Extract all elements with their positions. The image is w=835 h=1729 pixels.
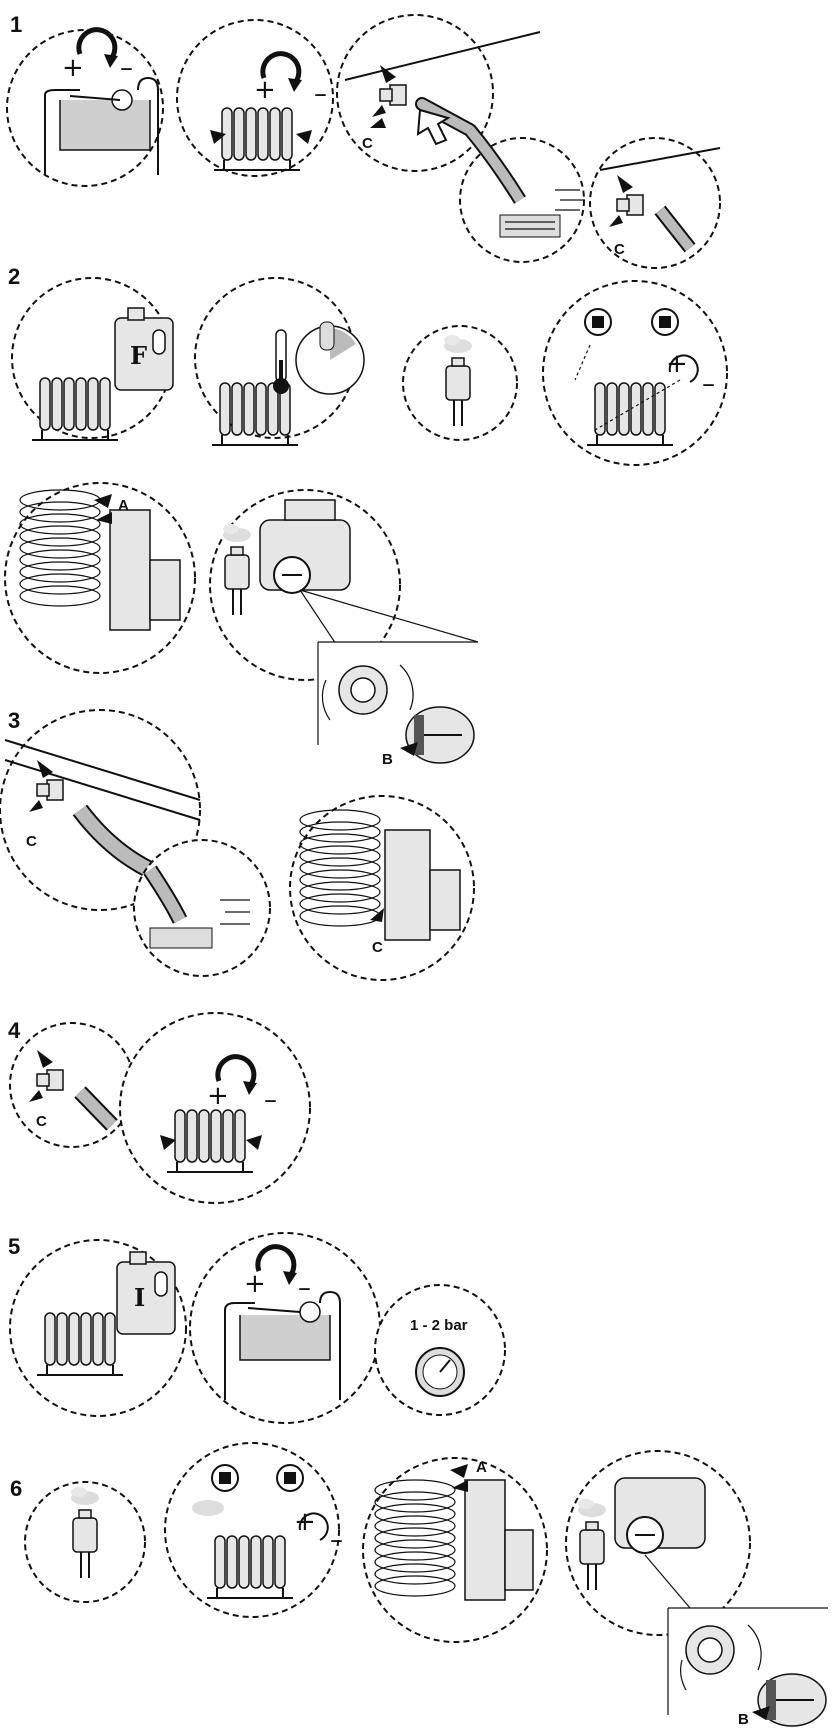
canister-icon: F [115,308,173,390]
svg-text:–: – [264,1085,277,1115]
svg-text:C: C [372,939,383,956]
svg-text:+: + [666,349,688,379]
step-1-group: + – + – C C [7,15,720,268]
svg-text:–: – [330,1525,343,1555]
svg-text:B: B [738,1711,749,1728]
pressure-label: 1 - 2 bar [410,1317,468,1334]
canister-icon: I [117,1252,175,1334]
svg-text:–: – [314,79,327,109]
svg-text:+: + [207,1081,229,1111]
fluid-label-f: F [130,341,147,370]
label-c: C [362,135,373,152]
svg-text:–: – [298,1273,311,1303]
svg-text:+: + [244,1269,266,1299]
svg-text:A: A [476,1459,487,1476]
label-b: B [382,751,393,768]
svg-text:C: C [26,833,37,850]
pressure-gauge-icon [416,1348,464,1396]
plus-sign: + [62,53,84,83]
fluid-label-i: I [134,1283,145,1312]
thermometer-icon [273,330,289,394]
svg-text:–: – [702,369,715,399]
svg-text:+: + [294,1507,316,1537]
minus-sign: – [120,53,133,83]
svg-text:C: C [614,241,625,258]
label-a: A [118,497,129,514]
step-5-group: I + – 1 - 2 bar [10,1233,505,1423]
step-6-group: + – A B [25,1443,828,1728]
step-2-group: F + – A [5,278,727,768]
svg-text:+: + [254,75,276,105]
step-4-group: C + – [10,1013,310,1203]
svg-text:C: C [36,1113,47,1130]
